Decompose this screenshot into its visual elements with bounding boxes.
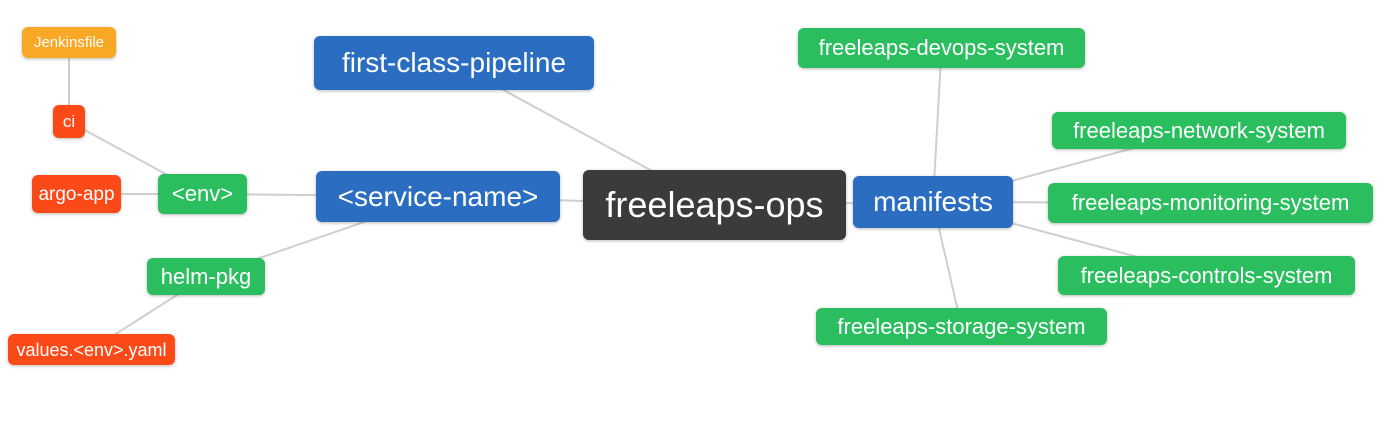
node-manifests[interactable]: manifests — [853, 176, 1013, 228]
node-storage-system[interactable]: freeleaps-storage-system — [816, 308, 1107, 345]
node-first-class-pipeline[interactable]: first-class-pipeline — [314, 36, 594, 90]
node-ci[interactable]: ci — [53, 105, 85, 138]
node-values-env-yaml[interactable]: values.<env>.yaml — [8, 334, 175, 365]
node-helm-pkg[interactable]: helm-pkg — [147, 258, 265, 295]
node-env[interactable]: <env> — [158, 174, 247, 214]
node-network-system[interactable]: freeleaps-network-system — [1052, 112, 1346, 149]
node-monitoring-system[interactable]: freeleaps-monitoring-system — [1048, 183, 1373, 223]
node-argo-app[interactable]: argo-app — [32, 175, 121, 213]
node-freeleaps-ops[interactable]: freeleaps-ops — [583, 170, 846, 240]
node-devops-system[interactable]: freeleaps-devops-system — [798, 28, 1085, 68]
node-service-name[interactable]: <service-name> — [316, 171, 560, 222]
node-controls-system[interactable]: freeleaps-controls-system — [1058, 256, 1355, 295]
node-jenkinsfile[interactable]: Jenkinsfile — [22, 27, 116, 58]
